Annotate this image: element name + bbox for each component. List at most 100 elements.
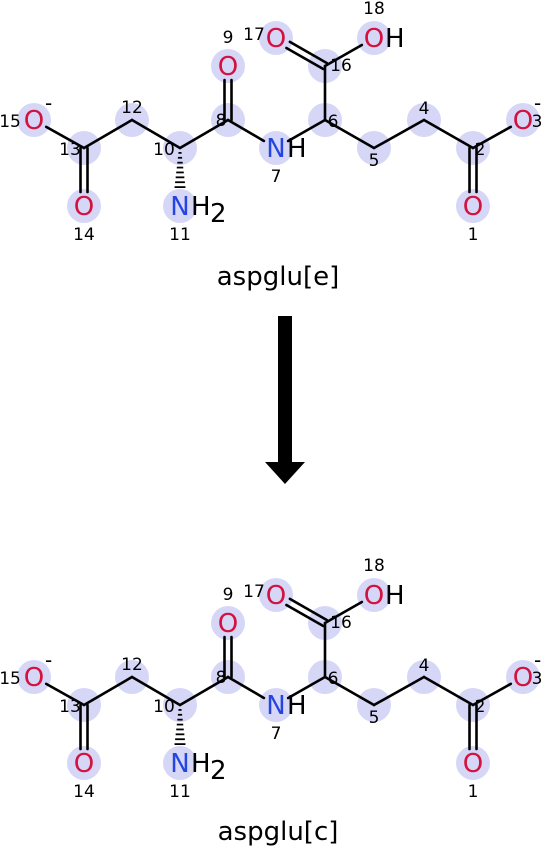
atom-symbol: O — [218, 52, 238, 82]
atom-symbol: O — [74, 192, 94, 222]
atom-index-label: 13 — [59, 140, 81, 160]
atom-index-label: 13 — [59, 697, 81, 717]
single-bond-line — [323, 675, 376, 707]
single-bond-line — [471, 125, 513, 150]
atom-index-label: 9 — [223, 585, 234, 605]
atom-index-label: 7 — [271, 724, 282, 744]
atom-highlight — [456, 189, 490, 223]
single-bond-line — [130, 118, 182, 150]
hydrogen-count-subscript: 2 — [210, 199, 227, 229]
atom-highlight — [259, 578, 293, 612]
atom-index-label: 14 — [73, 225, 95, 245]
single-bond-line — [82, 118, 134, 150]
atom-index-label: 16 — [330, 613, 352, 633]
atom-index-label: 18 — [363, 556, 385, 576]
molecule-label-top: aspglu[e] — [217, 262, 339, 292]
single-bond-line — [471, 682, 513, 707]
atom-index-label: 5 — [369, 151, 380, 171]
single-bond-line — [422, 675, 475, 707]
atom-symbol: O — [24, 106, 44, 136]
atom-symbol: O — [513, 106, 533, 136]
atom-index-label: 17 — [243, 582, 265, 602]
hydrogen-count-subscript: 2 — [210, 756, 227, 786]
atom-index-label: 4 — [419, 99, 430, 119]
atom-index-label: 8 — [216, 668, 227, 688]
arrow-shaft — [278, 316, 292, 464]
molecule-label-bottom: aspglu[c] — [218, 817, 339, 847]
atom-symbol: N — [266, 691, 285, 721]
single-bond-line — [178, 118, 230, 150]
charge-sign: - — [45, 648, 52, 672]
atom-symbol: O — [513, 663, 533, 693]
double-bond-line — [288, 597, 329, 622]
atom-index-label: 8 — [216, 111, 227, 131]
atom-index-label: 10 — [153, 140, 175, 160]
single-bond-line — [226, 675, 266, 700]
atom-symbol: O — [218, 609, 238, 639]
atom-symbol: O — [74, 749, 94, 779]
single-bond-line — [130, 675, 182, 707]
atom-index-label: 11 — [169, 225, 191, 245]
atom-index-label: 6 — [328, 669, 339, 689]
atom-highlight — [67, 189, 101, 223]
double-bond-line — [285, 46, 325, 71]
atom-symbol: N — [170, 749, 189, 779]
atom-symbol: N — [170, 192, 189, 222]
atom-highlight — [506, 103, 540, 137]
atom-highlight — [357, 21, 391, 55]
single-bond-line — [323, 600, 364, 625]
single-bond-line — [44, 125, 86, 150]
atom-index-label: 10 — [153, 697, 175, 717]
charge-sign: - — [534, 648, 541, 672]
atom-index-label: 5 — [369, 708, 380, 728]
atom-highlight — [67, 746, 101, 780]
atom-index-label: 11 — [169, 782, 191, 802]
atom-index-label: 18 — [363, 0, 385, 19]
arrow-head-icon — [265, 462, 305, 484]
single-bond-line — [372, 675, 426, 707]
atom-symbol: O — [364, 24, 384, 54]
atom-symbol: O — [266, 581, 286, 611]
atom-index-label: 17 — [243, 25, 265, 45]
atom-index-label: 1 — [468, 782, 479, 802]
hydrogen-label: H — [385, 581, 405, 611]
atom-highlight — [259, 131, 293, 165]
atom-symbol: O — [364, 581, 384, 611]
charge-sign: - — [45, 91, 52, 115]
atom-highlight — [456, 746, 490, 780]
atom-index-label: 7 — [271, 167, 282, 187]
atom-highlight — [211, 606, 245, 640]
hydrogen-label: H — [287, 134, 307, 164]
hydrogen-label: H — [287, 691, 307, 721]
single-bond-line — [323, 118, 376, 150]
hydrogen-label: H — [191, 749, 211, 779]
atom-index-label: 1 — [468, 225, 479, 245]
atom-highlight — [357, 578, 391, 612]
atom-index-label: 15 — [0, 669, 21, 689]
atom-index-label: 3 — [532, 669, 543, 689]
atom-highlight — [163, 746, 197, 780]
atom-symbol: O — [24, 663, 44, 693]
single-bond-line — [422, 118, 475, 150]
single-bond-line — [323, 43, 364, 68]
double-bond-line — [285, 603, 325, 628]
atom-index-label: 14 — [73, 782, 95, 802]
atom-symbol: O — [266, 24, 286, 54]
atom-index-label: 16 — [330, 56, 352, 76]
atom-highlight — [506, 660, 540, 694]
atom-index-label: 3 — [532, 112, 543, 132]
hydrogen-label: H — [191, 192, 211, 222]
single-bond-line — [286, 675, 327, 700]
charge-sign: - — [534, 91, 541, 115]
atom-symbol: N — [266, 134, 285, 164]
double-bond-line — [288, 40, 329, 65]
atom-highlight — [17, 660, 51, 694]
atom-highlight — [211, 49, 245, 83]
reaction-arrow — [265, 316, 305, 484]
atom-highlight — [259, 688, 293, 722]
atom-index-label: 15 — [0, 112, 21, 132]
hydrogen-label: H — [385, 24, 405, 54]
atom-index-label: 2 — [475, 697, 486, 717]
